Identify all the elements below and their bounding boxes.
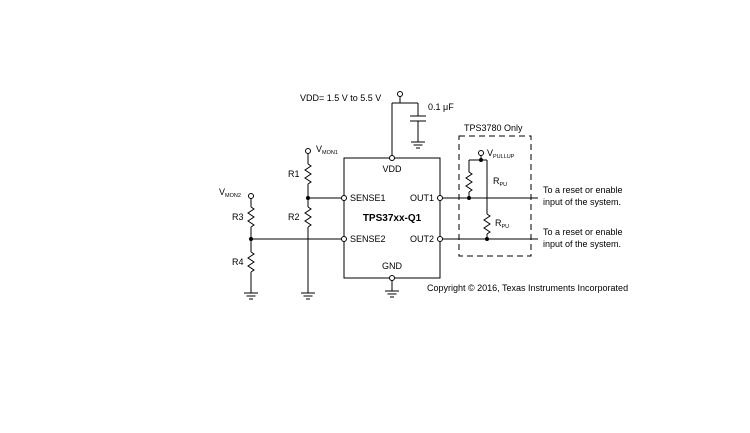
vpullup-label: VPULLUP (487, 148, 515, 160)
ic-pin-sense1-label: SENSE1 (350, 193, 386, 203)
r2-label: R2 (288, 212, 300, 222)
tps3780-pullup-box (458, 135, 532, 257)
r3-label: R3 (232, 212, 244, 222)
vmon2-divider-net (244, 193, 344, 300)
ic-pin-out2-label: OUT2 (410, 234, 434, 244)
tps3780-only-label: TPS3780 Only (464, 123, 523, 133)
vdd-supply-label: VDD= 1.5 V to 5.5 V (300, 93, 381, 103)
pullup-network (465, 150, 491, 241)
r1-label: R1 (288, 169, 300, 179)
out2-destination-line1: To a reset or enable (543, 227, 623, 237)
ic-pin-vdd-label: VDD (382, 164, 402, 174)
capacitor-value-label: 0.1 μF (428, 102, 454, 112)
ic-pin-sense2 (341, 236, 347, 242)
rpu-out2-label: RPU (495, 218, 509, 230)
resistor-r3 (247, 206, 255, 228)
resistor-r2 (304, 206, 312, 228)
vdd-supply-net (391, 91, 426, 158)
resistor-rpu-out1 (465, 171, 473, 193)
resistor-r4 (247, 251, 255, 273)
copyright-notice: Copyright © 2016, Texas Instruments Inco… (427, 283, 628, 293)
rpu-out1-label: RPU (493, 176, 507, 188)
out1-destination-line1: To a reset or enable (543, 185, 623, 195)
ic-pin-out2 (437, 236, 443, 242)
vmon1-divider-net (301, 148, 344, 300)
ic-pin-sense1 (341, 195, 347, 201)
out2-destination-line2: input of the system. (543, 239, 621, 249)
ic-pin-gnd-label: GND (382, 261, 403, 271)
ic-pin-out1-label: OUT1 (410, 193, 434, 203)
ic-body (343, 157, 441, 279)
ic-pin-sense2-label: SENSE2 (350, 234, 386, 244)
ic-name: TPS37xx-Q1 (363, 213, 422, 224)
resistor-rpu-out2 (483, 213, 491, 235)
vmon1-label: VMON1 (316, 144, 338, 156)
resistor-r1 (304, 163, 312, 185)
ic-pin-vdd (389, 155, 395, 161)
out1-destination-line2: input of the system. (543, 197, 621, 207)
r4-label: R4 (232, 257, 244, 267)
vmon2-label: VMON2 (219, 187, 241, 199)
ic-pin-out1 (437, 195, 443, 201)
ic-pin-gnd (389, 275, 395, 281)
